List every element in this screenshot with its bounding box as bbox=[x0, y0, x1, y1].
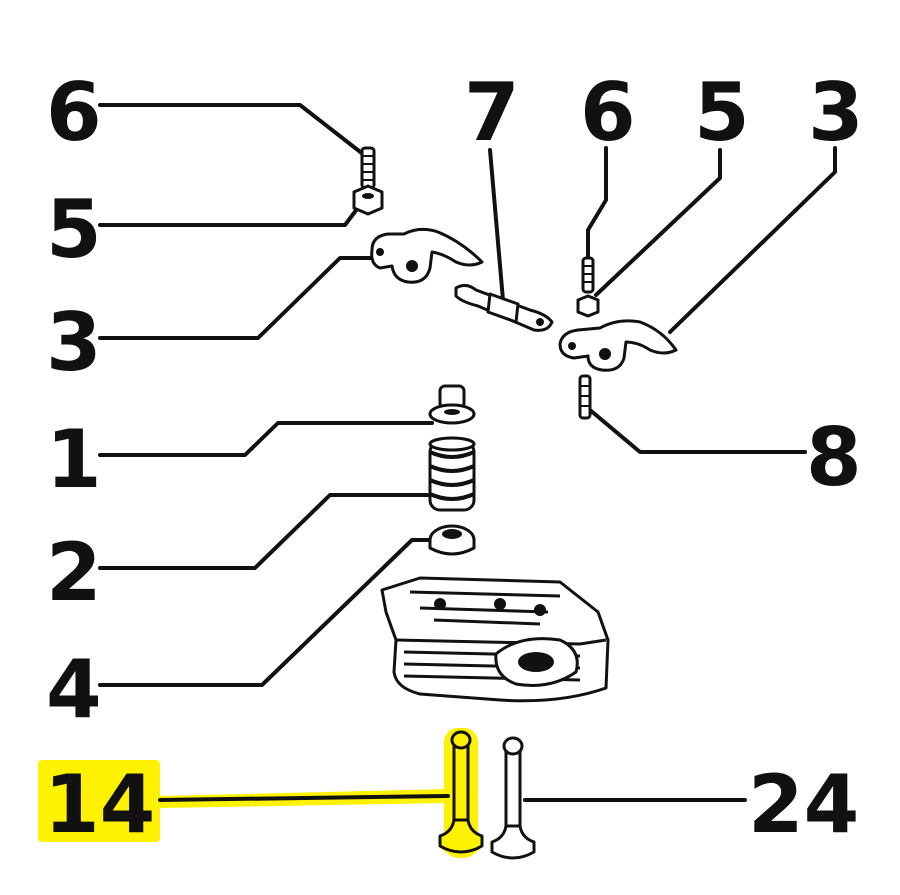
rocker-arm-3-right bbox=[558, 319, 678, 372]
callout-6-right: 6 bbox=[580, 66, 636, 159]
callout-14: 14 bbox=[44, 758, 155, 851]
callout-6-left: 6 bbox=[46, 66, 102, 159]
callout-5-right: 5 bbox=[694, 66, 750, 159]
leader-4 bbox=[98, 538, 438, 687]
leader-14 bbox=[158, 794, 450, 802]
rocker-shaft-7 bbox=[454, 283, 554, 332]
screw-6-right bbox=[581, 256, 595, 294]
leader-7 bbox=[488, 148, 505, 302]
leader-5a bbox=[98, 203, 362, 227]
leader-6a bbox=[98, 103, 370, 160]
leader-5b bbox=[594, 148, 722, 297]
nut-5-right bbox=[576, 294, 600, 318]
leader-3a bbox=[98, 256, 374, 340]
valve-seal-4 bbox=[428, 524, 476, 556]
cylinder-head bbox=[380, 576, 610, 703]
rocker-arm-3-left bbox=[370, 227, 484, 284]
callout-5-left: 5 bbox=[46, 183, 102, 276]
callout-3-left: 3 bbox=[46, 296, 102, 389]
nut-5-left bbox=[352, 184, 384, 216]
screw-6-left bbox=[360, 146, 376, 190]
valve-24 bbox=[490, 736, 536, 860]
leader-2 bbox=[98, 493, 430, 570]
valve-14 bbox=[438, 730, 484, 854]
callout-8: 8 bbox=[806, 411, 862, 504]
spring-retainer-1 bbox=[428, 384, 476, 425]
leader-3b bbox=[668, 146, 837, 334]
callout-24: 24 bbox=[748, 758, 859, 851]
callout-4: 4 bbox=[46, 643, 102, 736]
leader-lines bbox=[98, 103, 837, 802]
leader-8 bbox=[588, 408, 807, 454]
callout-1: 1 bbox=[46, 413, 102, 506]
stud-8 bbox=[578, 374, 592, 420]
callout-2: 2 bbox=[46, 526, 102, 619]
leader-1 bbox=[98, 421, 434, 457]
callout-3-right: 3 bbox=[808, 66, 864, 159]
valve-spring-2 bbox=[428, 436, 476, 512]
leader-6b bbox=[586, 146, 608, 260]
callout-7: 7 bbox=[464, 66, 520, 159]
